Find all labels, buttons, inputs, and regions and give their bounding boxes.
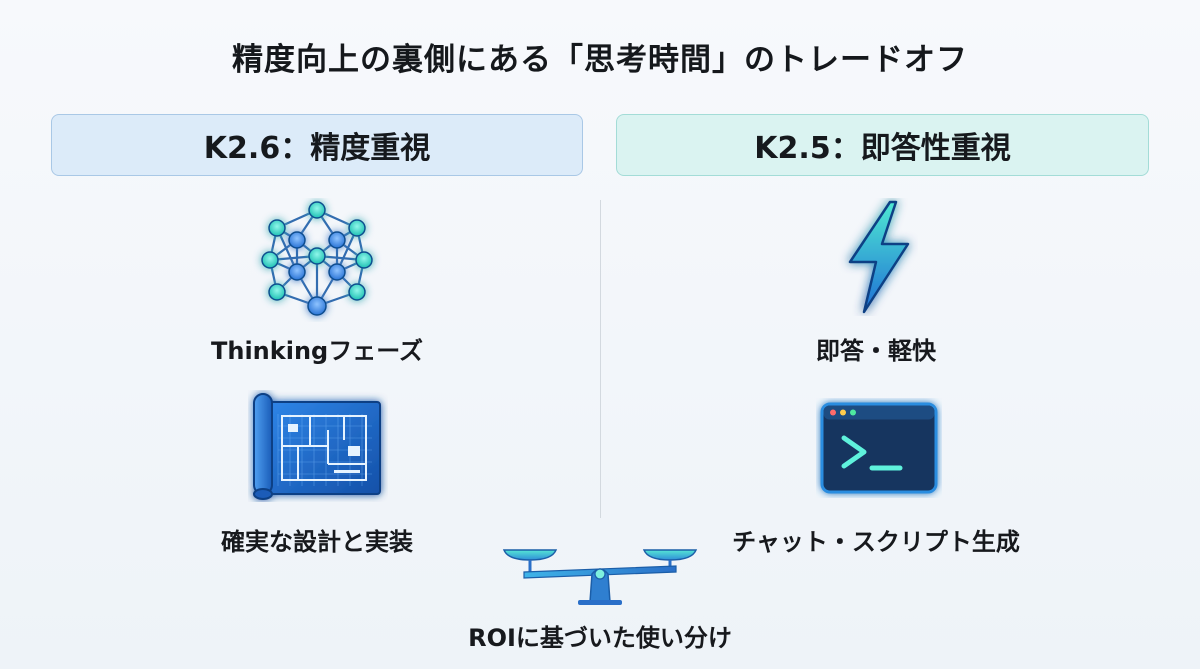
lightning-bolt-icon [838, 198, 918, 316]
terminal-icon [816, 398, 942, 498]
blueprint-icon [248, 390, 388, 502]
instant-light-label: 即答・軽快 [816, 337, 936, 365]
neural-network-icon [250, 198, 384, 322]
page-title: 精度向上の裏側にある「思考時間」のトレードオフ [232, 42, 968, 78]
balance-scale-icon [498, 544, 702, 606]
column-divider [600, 200, 601, 518]
chat-script-label: チャット・スクリプト生成 [732, 528, 1020, 556]
precision-header: K2.6：精度重視 [51, 114, 583, 176]
thinking-phase-label: Thinkingフェーズ [210, 337, 424, 365]
responsiveness-header: K2.5：即答性重視 [616, 114, 1149, 176]
roi-based-usage-label: ROIに基づいた使い分け [468, 624, 732, 652]
solid-design-label: 確実な設計と実装 [221, 528, 413, 556]
